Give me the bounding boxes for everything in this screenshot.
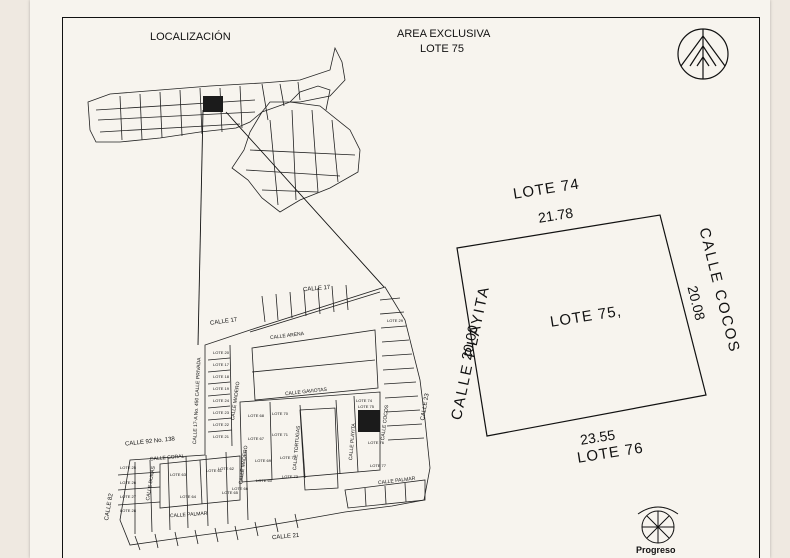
plan-lot-20: LOTE 20 xyxy=(213,350,230,355)
plan-lot-66: LOTE 66 xyxy=(232,486,249,491)
plan-lot-64: LOTE 64 xyxy=(180,494,197,499)
plan-lot-75: LOTE 75 xyxy=(358,404,375,409)
plan-lot-67: LOTE 67 xyxy=(248,436,265,441)
plan-lot-17: LOTE 17 xyxy=(213,362,230,367)
plan-lot-68: LOTE 68 xyxy=(248,413,265,418)
lot-75-outline xyxy=(456,214,707,437)
plan-lot-24: LOTE 24 xyxy=(213,398,230,403)
location-map xyxy=(87,46,361,213)
plan-lot-69: LOTE 69 xyxy=(255,458,272,463)
plan-lot-61: LOTE 61 xyxy=(206,468,223,473)
highlighted-block xyxy=(203,96,223,112)
plan-lot-25: LOTE 25 xyxy=(120,465,137,470)
plan-lot-22: LOTE 22 xyxy=(213,422,230,427)
logo-text: Progreso xyxy=(636,545,676,555)
plan-lot-76: LOTE 76 xyxy=(368,440,385,445)
plan-lot-62: LOTE 62 xyxy=(218,466,235,471)
paper-sheet xyxy=(30,0,770,558)
plan-lot-23: LOTE 23 xyxy=(213,410,230,415)
plan-lot-27: LOTE 27 xyxy=(120,494,137,499)
plan-lot-63: LOTE 63 xyxy=(170,472,187,477)
plan-lot-28: LOTE 28 xyxy=(120,508,137,513)
area-title: AREA EXCLUSIVA xyxy=(397,28,491,40)
plan-lot-26: LOTE 26 xyxy=(120,480,137,485)
drawing-frame xyxy=(62,17,760,558)
plan-lot-72: LOTE 72 xyxy=(280,455,297,460)
leader-lines xyxy=(197,109,385,346)
plan-lot-21: LOTE 21 xyxy=(213,434,230,439)
lot-75-highlight xyxy=(358,410,380,432)
localizacion-title: LOCALIZACIÓN xyxy=(150,31,231,43)
north-arrow-icon xyxy=(677,28,729,80)
plan-lot-19: LOTE 19 xyxy=(213,386,230,391)
plan-lot-60: LOTE 60 xyxy=(256,478,273,483)
plan-lot-74: LOTE 74 xyxy=(356,398,373,403)
plan-lot-73: LOTE 73 xyxy=(282,474,299,479)
plan-lot-65: LOTE 65 xyxy=(222,490,239,495)
plan-lot-77: LOTE 77 xyxy=(370,463,387,468)
plan-lot-18: LOTE 18 xyxy=(213,374,230,379)
progreso-logo-icon xyxy=(637,506,679,544)
site-plan xyxy=(117,284,431,551)
plan-lot-29: LOTE 29 xyxy=(387,318,404,323)
plan-lot-71: LOTE 71 xyxy=(272,432,289,437)
lote-title: LOTE 75 xyxy=(420,43,465,55)
plan-lot-70: LOTE 70 xyxy=(272,411,289,416)
